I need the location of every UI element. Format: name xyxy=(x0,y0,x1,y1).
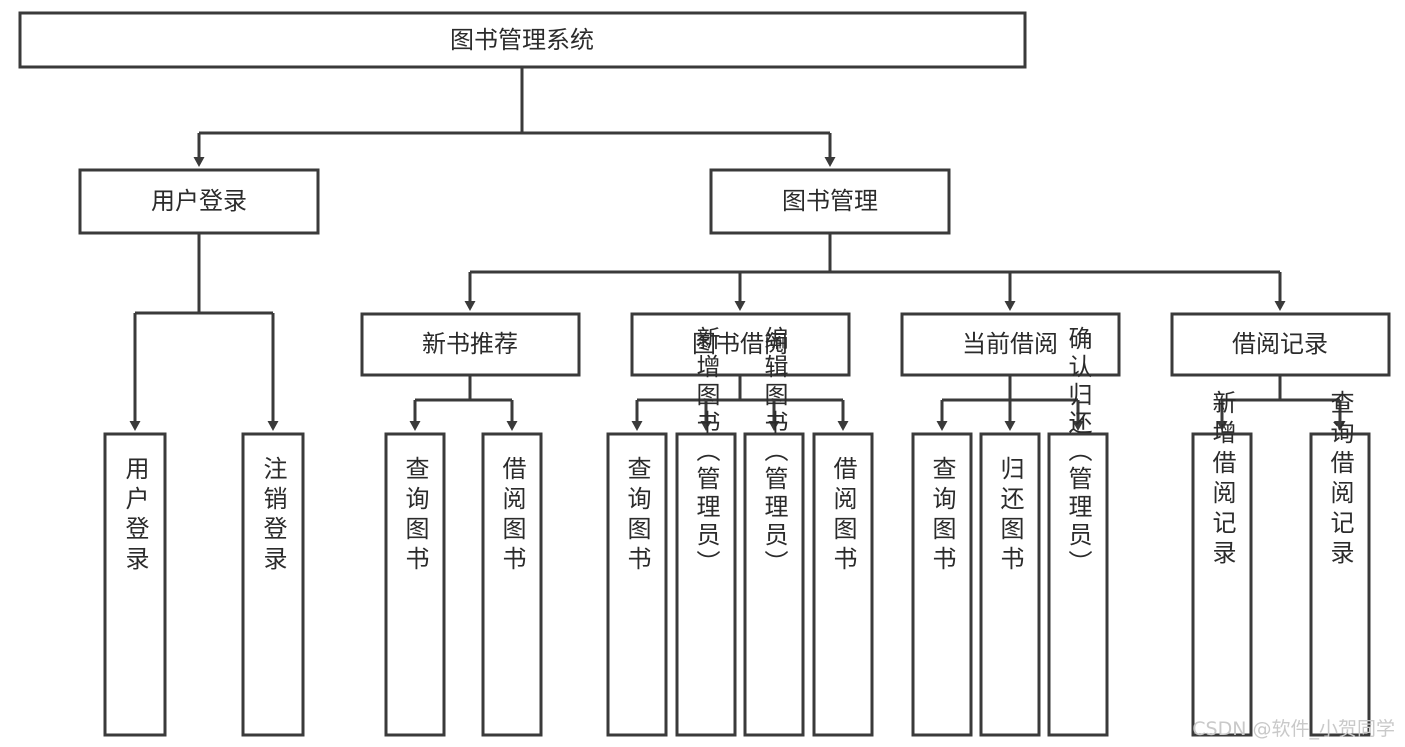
connector-bookmgmt-to-level2 xyxy=(464,233,1286,311)
node-label: 图书管理系统 xyxy=(450,26,594,54)
leaf-borrow-book-newbook[interactable]: 借阅图书 xyxy=(481,432,543,737)
leaf-add-book-admin[interactable]: 新增图书（管理员） xyxy=(675,326,737,737)
node-book-borrow[interactable]: 图书借阅 xyxy=(630,312,851,377)
node-label: 用户登录 xyxy=(151,187,247,215)
leaf-return-book[interactable]: 归还图书 xyxy=(979,432,1041,737)
leaf-label: 借阅图书 xyxy=(829,456,857,576)
node-book-management[interactable]: 图书管理 xyxy=(709,168,951,235)
leaf-query-book-borrow[interactable]: 查询图书 xyxy=(606,432,668,737)
leaf-label: 查询图书 xyxy=(928,456,956,576)
leaf-user-login[interactable]: 用户登录 xyxy=(103,432,167,737)
connector-root-to-level1 xyxy=(193,67,836,167)
leaf-query-book-newbook[interactable]: 查询图书 xyxy=(384,432,446,737)
leaf-label: 查询图书 xyxy=(623,456,651,576)
connector-newbook-to-leaves xyxy=(409,375,518,431)
leaf-label: 借阅图书 xyxy=(498,456,526,576)
node-new-book-recommend[interactable]: 新书推荐 xyxy=(360,312,581,377)
node-label: 图书借阅 xyxy=(692,330,788,358)
node-borrow-record[interactable]: 借阅记录 xyxy=(1170,312,1391,377)
leaf-label: 归还图书 xyxy=(996,456,1024,576)
node-current-borrow[interactable]: 当前借阅 xyxy=(900,312,1121,377)
leaf-query-borrow-record[interactable]: 查询借阅记录 xyxy=(1309,390,1371,737)
node-label: 当前借阅 xyxy=(962,330,1058,358)
connector-bookborrow-to-leaves xyxy=(631,375,849,431)
leaf-label: 编辑图书（管理员） xyxy=(760,326,788,578)
leaf-query-book-current[interactable]: 查询图书 xyxy=(911,432,973,737)
node-book-management-system[interactable]: 图书管理系统 xyxy=(18,11,1027,69)
connector-userlogin-to-leaves xyxy=(129,233,279,431)
node-label: 新书推荐 xyxy=(422,330,518,358)
node-label: 借阅记录 xyxy=(1232,330,1328,358)
connector-currentborrow-to-leaves xyxy=(936,375,1084,431)
connector-borrowrecord-to-leaves xyxy=(1216,375,1346,431)
leaf-label: 用户登录 xyxy=(121,456,149,576)
leaf-label: 新增借阅记录 xyxy=(1208,390,1236,570)
leaf-label: 查询借阅记录 xyxy=(1326,390,1354,570)
leaf-edit-book-admin[interactable]: 编辑图书（管理员） xyxy=(743,326,805,737)
leaf-borrow-book-borrow[interactable]: 借阅图书 xyxy=(812,432,874,737)
leaf-label: 确认归还（管理员） xyxy=(1064,326,1092,578)
csdn-watermark: CSDN @软件_小贺同学 xyxy=(1192,718,1395,740)
leaf-label: 查询图书 xyxy=(401,456,429,576)
node-user-login[interactable]: 用户登录 xyxy=(78,168,320,235)
leaf-label: 注销登录 xyxy=(259,456,287,576)
leaf-label: 新增图书（管理员） xyxy=(692,326,720,578)
leaf-add-borrow-record[interactable]: 新增借阅记录 xyxy=(1191,390,1253,737)
leaf-logout[interactable]: 注销登录 xyxy=(241,432,305,737)
node-label: 图书管理 xyxy=(782,187,878,215)
leaf-confirm-return-admin[interactable]: 确认归还（管理员） xyxy=(1047,326,1109,737)
